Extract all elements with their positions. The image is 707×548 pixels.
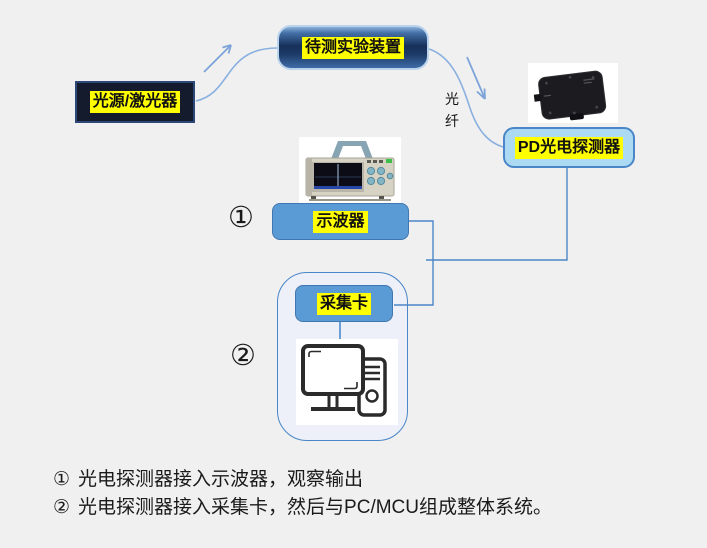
oscilloscope-label: 示波器	[313, 210, 368, 233]
note-line-1: ① 光电探测器接入示波器，观察输出	[53, 466, 552, 494]
photodetector-box[interactable]: PD光电探测器	[503, 127, 635, 168]
note2-text: 光电探测器接入采集卡，然后与PC/MCU组成整体系统。	[78, 497, 552, 518]
note-line-2: ② 光电探测器接入采集卡，然后与PC/MCU组成整体系统。	[53, 494, 552, 522]
notes-section: ① 光电探测器接入示波器，观察输出 ② 光电探测器接入采集卡，然后与PC/MCU…	[53, 466, 552, 522]
device-under-test-box[interactable]: 待测实验装置	[277, 25, 429, 70]
light-source-box[interactable]: 光源/激光器	[75, 81, 195, 123]
connector-osc-daq	[394, 220, 434, 306]
step1-marker: ①	[228, 202, 254, 234]
step2-marker: ②	[230, 340, 256, 372]
daq-card-box[interactable]: 采集卡	[295, 285, 393, 322]
note2-marker: ②	[53, 497, 71, 518]
oscilloscope-box[interactable]: 示波器	[272, 203, 409, 240]
computer-icon	[296, 339, 398, 430]
note1-marker: ①	[53, 469, 71, 490]
light-source-label: 光源/激光器	[89, 91, 181, 113]
fiber-label: 光纤	[445, 91, 459, 130]
oscilloscope-image	[299, 137, 401, 208]
photodetector-label: PD光电探测器	[514, 136, 624, 159]
photodetector-image	[528, 63, 618, 128]
arrow-down-right-icon	[466, 56, 486, 100]
device-under-test-label: 待测实验装置	[301, 36, 404, 59]
connector-pd-output	[426, 168, 568, 261]
daq-card-label: 采集卡	[316, 292, 371, 315]
curve-fiber-to-pd	[428, 48, 504, 148]
note1-text: 光电探测器接入示波器，观察输出	[78, 469, 364, 490]
arrow-up-right-icon	[203, 44, 232, 73]
curve-source-to-device	[195, 47, 278, 102]
